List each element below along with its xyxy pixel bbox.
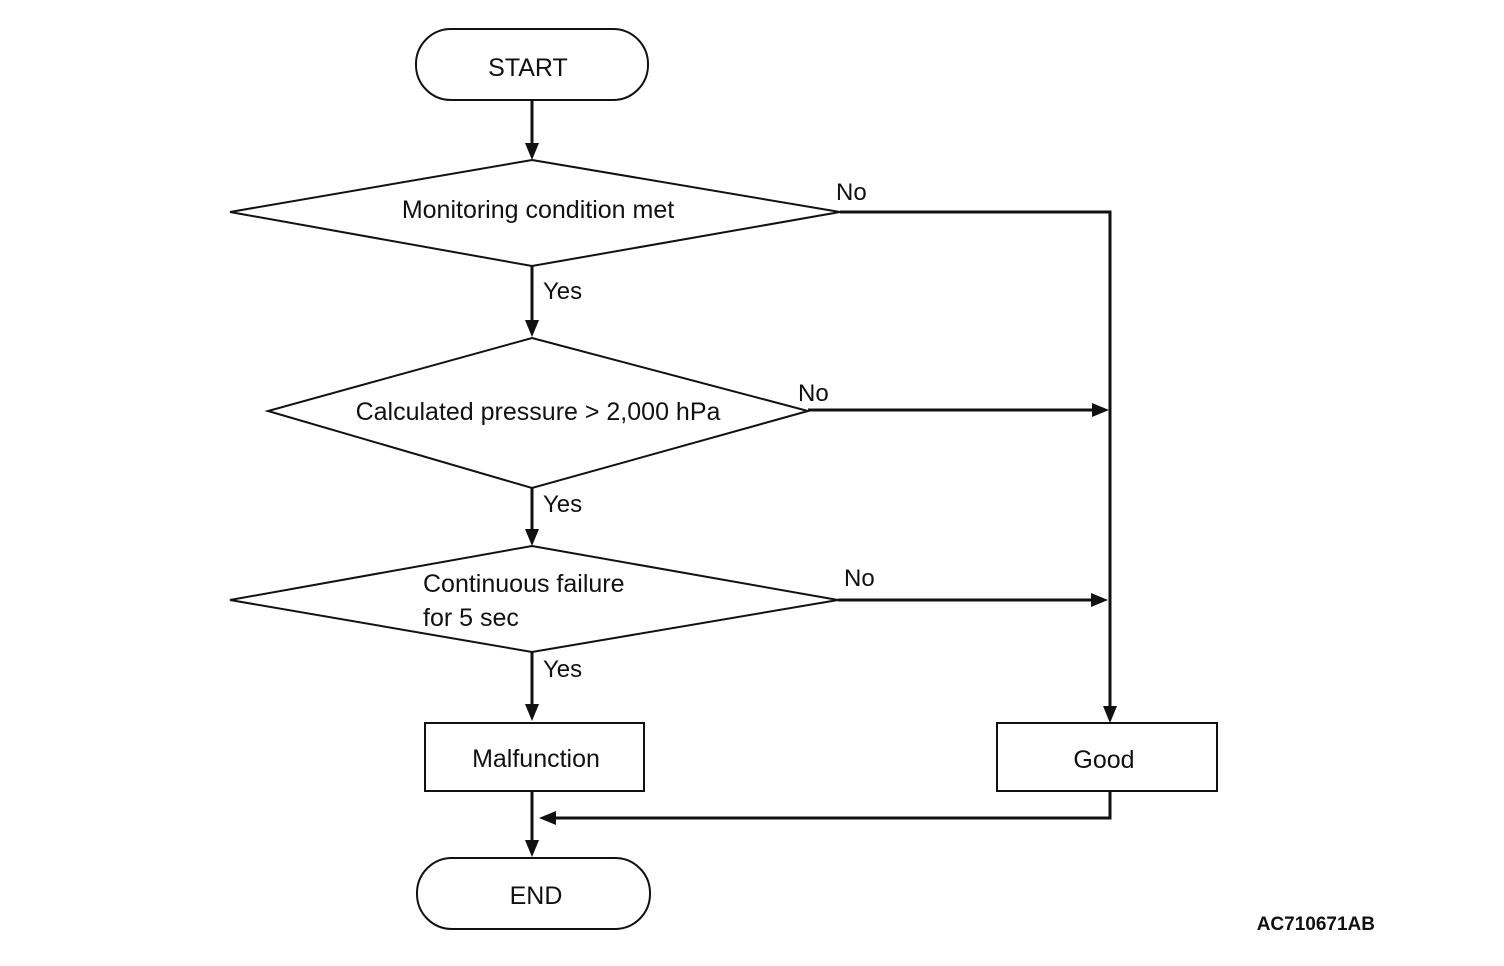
pressure-yes-label: Yes (543, 491, 582, 518)
arrowhead (525, 529, 539, 546)
malfunction-box: Malfunction (424, 722, 645, 792)
arrowhead (525, 704, 539, 721)
decision-continuous-failure: Continuous failure for 5 sec (229, 544, 839, 654)
arrowhead (539, 811, 556, 825)
good-label: Good (1073, 746, 1134, 774)
start-terminal: START (415, 28, 649, 101)
decision-continuous-label-line2: for 5 sec (423, 604, 519, 632)
connector-monitoring-no (840, 210, 1117, 723)
decision-monitoring-condition: Monitoring condition met (229, 158, 841, 268)
connector-pressure-no (808, 403, 1109, 417)
decision-monitoring-label: Monitoring condition met (402, 196, 674, 224)
connector-continuous-yes (525, 652, 539, 721)
figure-reference-code: AC710671AB (1257, 914, 1375, 935)
arrowhead (525, 320, 539, 337)
decision-pressure-label: Calculated pressure > 2,000 hPa (356, 398, 721, 426)
monitoring-yes-label: Yes (543, 278, 582, 305)
connector-continuous-no (838, 593, 1108, 607)
connector-start-to-monitoring (525, 100, 539, 160)
arrowhead (525, 840, 539, 857)
connector-good-to-end (539, 791, 1112, 825)
arrowhead (525, 143, 539, 160)
connector-malfunction-to-end (525, 791, 539, 857)
arrowhead (1103, 706, 1117, 723)
arrowhead (1092, 403, 1109, 417)
decision-continuous-label-line1: Continuous failure (423, 570, 625, 598)
monitoring-no-label: No (836, 179, 867, 206)
end-label: END (510, 882, 563, 910)
end-terminal: END (416, 857, 651, 930)
malfunction-label: Malfunction (472, 745, 600, 773)
connector-pressure-yes (525, 488, 539, 546)
continuous-yes-label: Yes (543, 656, 582, 683)
start-label: START (488, 54, 568, 82)
pressure-no-label: No (798, 380, 829, 407)
good-box: Good (996, 722, 1218, 792)
arrowhead (1091, 593, 1108, 607)
continuous-no-label: No (844, 565, 875, 592)
connector-monitoring-yes (525, 266, 539, 337)
decision-calculated-pressure: Calculated pressure > 2,000 hPa (264, 336, 812, 490)
